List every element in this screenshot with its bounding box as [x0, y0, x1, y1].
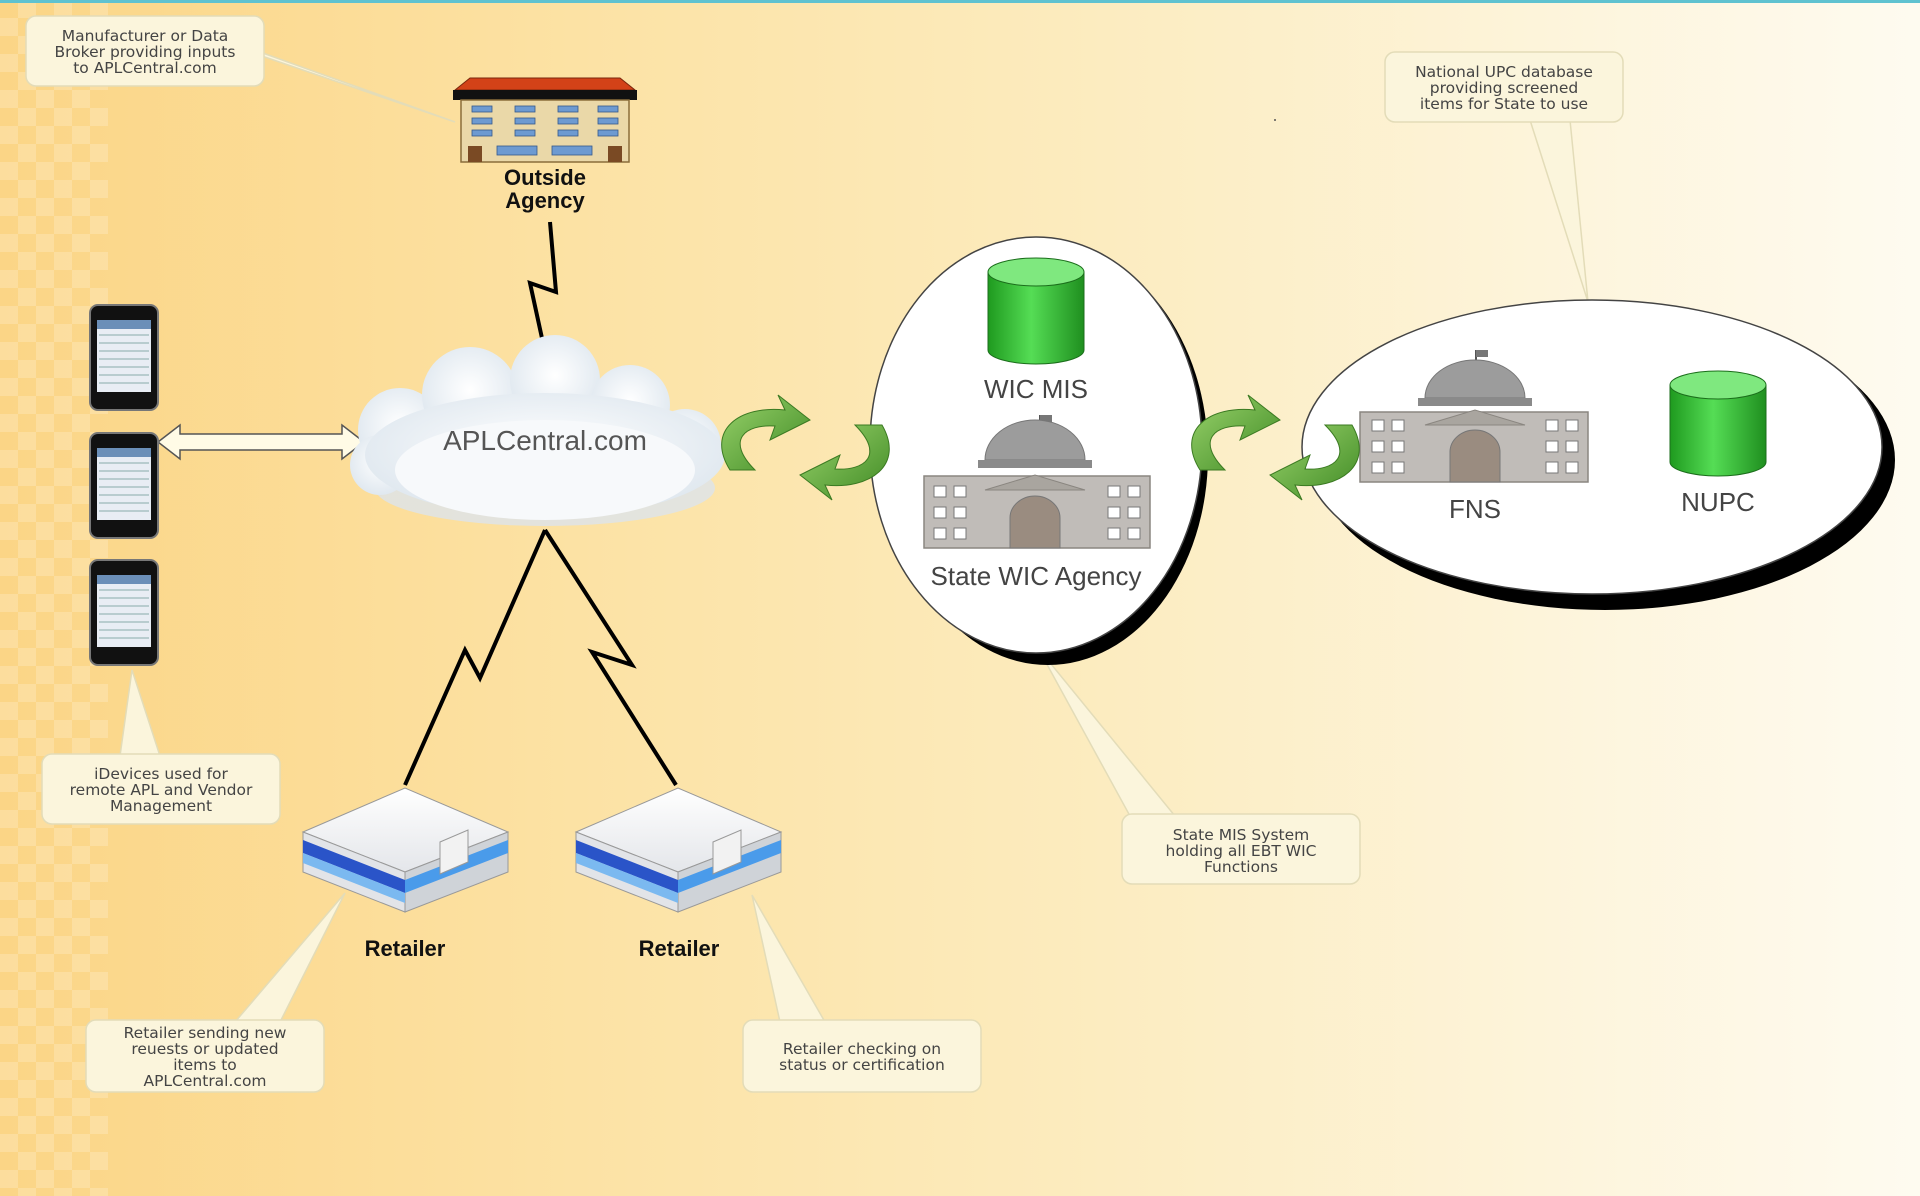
retail-store-icon: [301, 787, 510, 913]
smartphone-icon: [89, 304, 159, 411]
database-cylinder-icon: [1669, 370, 1767, 477]
callout-retailer-sending-text: Retailer sending new reuests or updated …: [123, 1024, 287, 1090]
sync-arrows-icon: [721, 394, 890, 501]
callout-retailer-sending: [85, 892, 346, 1093]
callout-manufacturer: [25, 15, 456, 123]
smartphone-icon: [89, 432, 159, 539]
smartphone-icon: [89, 559, 159, 666]
double-arrow: [156, 423, 366, 461]
callout-retailer-checking-text: Retailer checking on status or certifica…: [779, 1040, 945, 1074]
government-building-icon: [1359, 350, 1589, 483]
state-wic-agency-label: State WIC Agency: [930, 561, 1142, 591]
callout-manufacturer-text: Manufacturer or Data Broker providing in…: [54, 27, 236, 77]
database-cylinder-icon: [987, 257, 1085, 365]
cloud-icon: [350, 335, 725, 526]
fns-label: FNS: [1449, 494, 1501, 524]
lightning-link-retailer-left: [403, 529, 547, 786]
lightning-link-outside-agency: [527, 221, 559, 353]
lightning-link-retailer-right: [543, 528, 678, 787]
retailer-label: Retailer: [364, 936, 446, 961]
callout-national-upc: [1384, 51, 1624, 303]
top-border: [0, 0, 1920, 3]
callout-state-mis-text: State MIS System holding all EBT WIC Fun…: [1165, 826, 1317, 876]
stray-dot: [1274, 119, 1276, 121]
callout-idevices-text: iDevices used for remote APL and Vendor …: [69, 765, 253, 815]
office-building-icon: [453, 77, 637, 163]
retail-store-icon: [574, 787, 783, 913]
government-building-icon: [923, 415, 1151, 549]
outside-agency-label: Outside Agency: [504, 165, 586, 213]
callout-national-upc-text: National UPC database providing screened…: [1415, 63, 1593, 113]
nupc-label: NUPC: [1681, 487, 1755, 517]
wic-mis-label: WIC MIS: [984, 374, 1088, 404]
callout-idevices: [41, 669, 281, 825]
sync-arrows-icon: [1191, 394, 1360, 501]
aplcentral-label: APLCentral.com: [443, 425, 647, 456]
callout-state-mis: [1037, 647, 1361, 885]
retailer-label: Retailer: [638, 936, 720, 961]
callout-retailer-checking: [742, 894, 982, 1093]
